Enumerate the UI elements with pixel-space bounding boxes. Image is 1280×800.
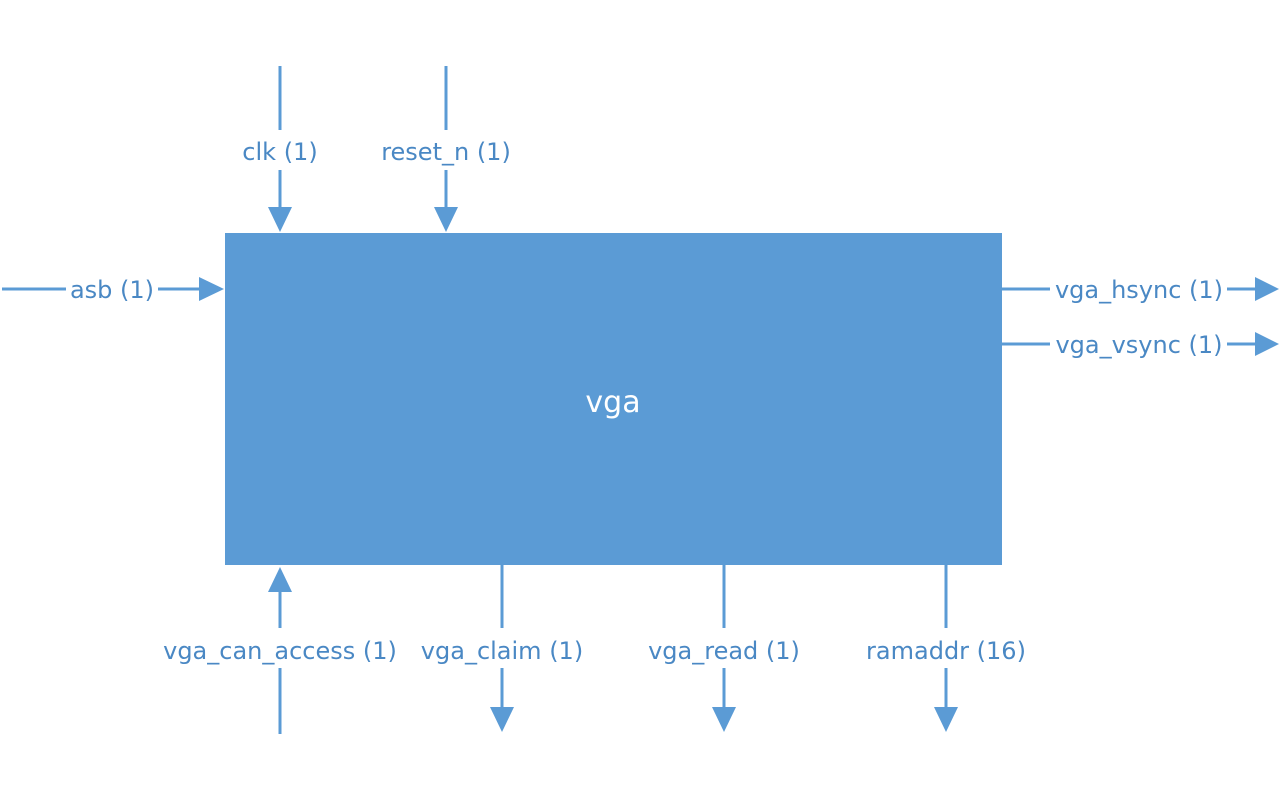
vga-can-access-arrowhead	[268, 567, 292, 592]
port-ramaddr: ramaddr (16)	[866, 565, 1026, 732]
ramaddr-label: ramaddr (16)	[866, 637, 1026, 665]
asb-arrowhead	[199, 277, 224, 301]
ramaddr-arrowhead	[934, 707, 958, 732]
vga-read-label: vga_read (1)	[648, 637, 800, 665]
vga-vsync-arrowhead	[1255, 332, 1279, 356]
vga-block	[225, 233, 1002, 565]
block-title: vga	[585, 385, 640, 420]
clk-arrowhead	[268, 207, 292, 232]
asb-label: asb (1)	[70, 276, 154, 304]
port-vga-vsync: vga_vsync (1)	[1002, 331, 1279, 359]
reset-n-arrowhead	[434, 207, 458, 232]
port-asb: asb (1)	[2, 276, 224, 304]
vga-read-arrowhead	[712, 707, 736, 732]
vga-hsync-label: vga_hsync (1)	[1055, 276, 1223, 304]
vga-claim-arrowhead	[490, 707, 514, 732]
clk-label: clk (1)	[242, 138, 317, 166]
port-vga-claim: vga_claim (1)	[421, 565, 583, 732]
port-clk: clk (1)	[242, 66, 318, 232]
port-reset-n: reset_n (1)	[381, 66, 511, 232]
vga-claim-label: vga_claim (1)	[421, 637, 583, 665]
port-vga-can-access: vga_can_access (1)	[163, 567, 397, 734]
reset-n-label: reset_n (1)	[381, 138, 511, 166]
vga-can-access-label: vga_can_access (1)	[163, 637, 397, 665]
vga-vsync-label: vga_vsync (1)	[1055, 331, 1222, 359]
port-vga-hsync: vga_hsync (1)	[1002, 276, 1279, 304]
port-vga-read: vga_read (1)	[648, 565, 800, 732]
vga-hsync-arrowhead	[1255, 277, 1279, 301]
